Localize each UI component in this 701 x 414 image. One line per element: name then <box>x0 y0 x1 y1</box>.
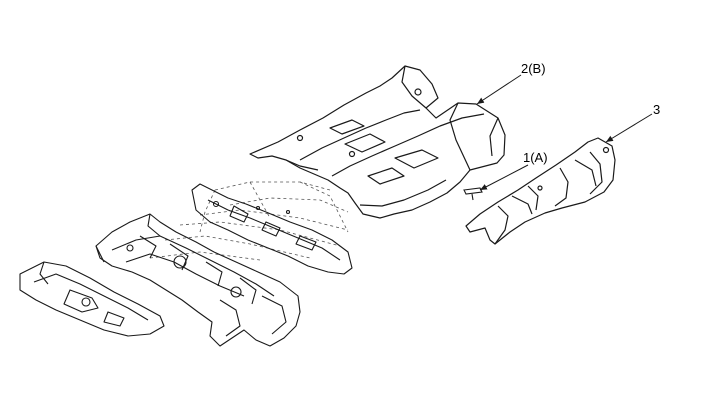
clip-fastener <box>463 187 483 201</box>
callout-part-3: 3 <box>653 102 661 117</box>
leader-2b <box>476 74 522 105</box>
console-side-carpet <box>465 137 616 245</box>
callout-part-1a: 1(A) <box>523 150 548 165</box>
cross-member-panel <box>191 183 353 275</box>
leader-1a <box>479 164 529 191</box>
callout-part-2b: 2(B) <box>521 61 546 76</box>
floor-pan <box>95 213 301 347</box>
leader-3 <box>605 113 653 143</box>
exploded-guide-lines <box>149 181 349 261</box>
leader-lines <box>476 74 653 191</box>
rear-floor-panel <box>19 261 165 337</box>
floor-carpet <box>249 65 506 219</box>
